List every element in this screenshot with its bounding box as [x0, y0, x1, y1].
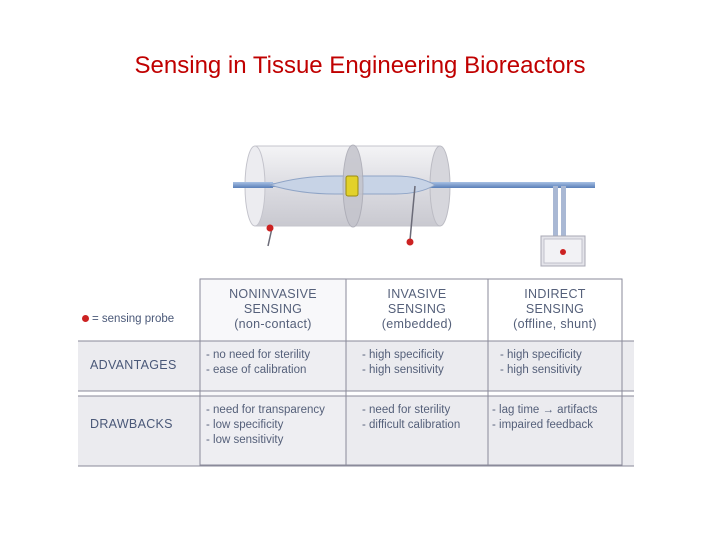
drawbacks-noninvasive: - need for transparency - low specificit… — [206, 403, 346, 448]
legend-label: = sensing probe — [92, 313, 175, 325]
bioreactor-illustration — [233, 144, 595, 267]
header-line: INDIRECT — [524, 287, 586, 301]
header-line: SENSING — [387, 302, 447, 316]
noninvasive-probe — [266, 224, 274, 247]
table-cell-line: - high specificity — [362, 349, 444, 361]
column-header-invasive: INVASIVE SENSING (embedded) — [346, 287, 488, 332]
header-line: SENSING — [525, 302, 585, 316]
column-header-noninvasive: NONINVASIVE SENSING (non-contact) — [200, 287, 346, 332]
header-line: (offline, shunt) — [513, 317, 597, 331]
table-cell-line: - high sensitivity — [500, 364, 582, 376]
advantages-noninvasive: - no need for sterility - ease of calibr… — [206, 348, 346, 378]
invasive-probe — [406, 185, 416, 246]
page-title: Sensing in Tissue Engineering Bioreactor… — [134, 52, 586, 79]
header-line: (non-contact) — [234, 317, 312, 331]
drawbacks-invasive: - need for sterility - difficult calibra… — [362, 403, 486, 433]
tissue-sample — [345, 175, 359, 197]
table-cell-line: - no need for sterility — [206, 349, 311, 361]
table-cell-line: - difficult calibration — [362, 419, 461, 431]
table-grid — [78, 278, 634, 467]
sensing-probe-icon — [82, 315, 89, 323]
comparison-table: = sensing probe NONINVASIVE SENSING (non… — [78, 278, 634, 468]
table-cell-line: - high specificity — [500, 349, 582, 361]
row-label-advantages: ADVANTAGES — [90, 358, 177, 372]
table-cell-line: - lag time → artifacts — [492, 404, 598, 416]
advantages-invasive: - high specificity - high sensitivity — [362, 348, 486, 378]
table-cell-line: - low sensitivity — [206, 434, 284, 446]
table-cell-line: - high sensitivity — [362, 364, 444, 376]
table-cell-line: - need for sterility — [362, 404, 451, 416]
header-line: (embedded) — [381, 317, 453, 331]
table-cell-line: - impaired feedback — [492, 419, 593, 431]
header-line: NONINVASIVE — [229, 287, 317, 301]
row-label-drawbacks: DRAWBACKS — [90, 417, 173, 431]
legend: = sensing probe — [82, 312, 200, 327]
header-line: INVASIVE — [387, 287, 447, 301]
table-cell-line: - ease of calibration — [206, 364, 307, 376]
table-cell-line: - low specificity — [206, 419, 284, 431]
drawbacks-indirect: - lag time → artifacts - impaired feedba… — [492, 403, 620, 433]
advantages-indirect: - high specificity - high sensitivity — [500, 348, 620, 378]
indirect-sensing-unit — [540, 235, 586, 267]
header-line: SENSING — [243, 302, 303, 316]
table-cell-line: - need for transparency — [206, 404, 325, 416]
column-header-indirect: INDIRECT SENSING (offline, shunt) — [488, 287, 622, 332]
